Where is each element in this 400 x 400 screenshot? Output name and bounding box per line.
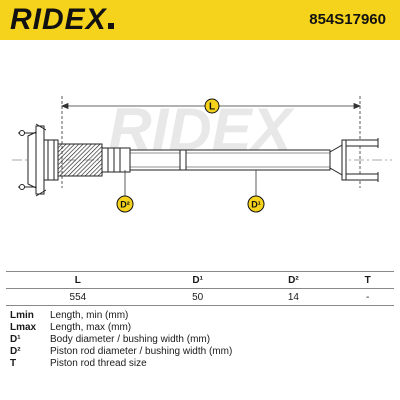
spec-value-t: - bbox=[341, 288, 394, 306]
legend-text: Piston rod thread size bbox=[50, 358, 147, 369]
spec-value-d2: 14 bbox=[245, 288, 342, 306]
legend-key: D¹ bbox=[10, 334, 21, 345]
spec-value-l: 554 bbox=[6, 288, 150, 306]
legend-item: D¹ Body diameter / bushing width (mm) bbox=[10, 334, 390, 346]
length-label-marker bbox=[204, 98, 220, 114]
spec-header-d2: D² bbox=[245, 271, 342, 289]
spec-value-d1: 50 bbox=[149, 288, 246, 306]
legend-item: Lmax Length, max (mm) bbox=[10, 322, 390, 334]
dust-boot bbox=[57, 143, 131, 177]
d2-callout: D² bbox=[116, 170, 134, 213]
spec-header-t: T bbox=[341, 271, 394, 289]
part-number: 854S17960 bbox=[309, 11, 386, 28]
brand-header: RIDEX 854S17960 bbox=[0, 0, 400, 40]
legend-text: Length, min (mm) bbox=[50, 310, 129, 321]
bottom-fork-mount bbox=[329, 138, 379, 182]
brand-logo-dot bbox=[107, 23, 114, 29]
legend-item: Lmin Length, min (mm) bbox=[10, 310, 390, 322]
spec-table-value-row: 554 50 14 - bbox=[6, 288, 394, 306]
legend-text: Piston rod diameter / bushing width (mm) bbox=[50, 346, 233, 357]
legend-item: D² Piston rod diameter / bushing width (… bbox=[10, 346, 390, 358]
legend-key: Lmax bbox=[10, 322, 37, 333]
legend-text: Length, max (mm) bbox=[50, 322, 132, 333]
legend-item: T Piston rod thread size bbox=[10, 358, 390, 370]
spec-header-l: L bbox=[6, 271, 150, 289]
shock-body bbox=[129, 149, 331, 171]
legend-key: T bbox=[10, 358, 17, 369]
length-label: L bbox=[209, 102, 215, 113]
technical-drawing: RIDEX L bbox=[12, 96, 392, 213]
legend-key: Lmin bbox=[10, 310, 34, 321]
spec-table-header-row: L D¹ D² T bbox=[6, 271, 394, 289]
legend-text: Body diameter / bushing width (mm) bbox=[50, 334, 211, 345]
brand-logo: RIDEX bbox=[10, 3, 114, 37]
legend-key: D² bbox=[10, 346, 21, 357]
d1-callout: D¹ bbox=[247, 170, 265, 213]
top-mount bbox=[18, 123, 59, 197]
spec-header-d1: D¹ bbox=[149, 271, 246, 289]
brand-name: RIDEX bbox=[10, 3, 107, 36]
legend: Lmin Length, min (mm) Lmax Length, max (… bbox=[10, 310, 390, 370]
d1-callout-label: D¹ bbox=[251, 200, 261, 210]
d2-callout-label: D² bbox=[120, 200, 130, 210]
spec-table: L D¹ D² T 554 50 14 - bbox=[6, 271, 394, 306]
